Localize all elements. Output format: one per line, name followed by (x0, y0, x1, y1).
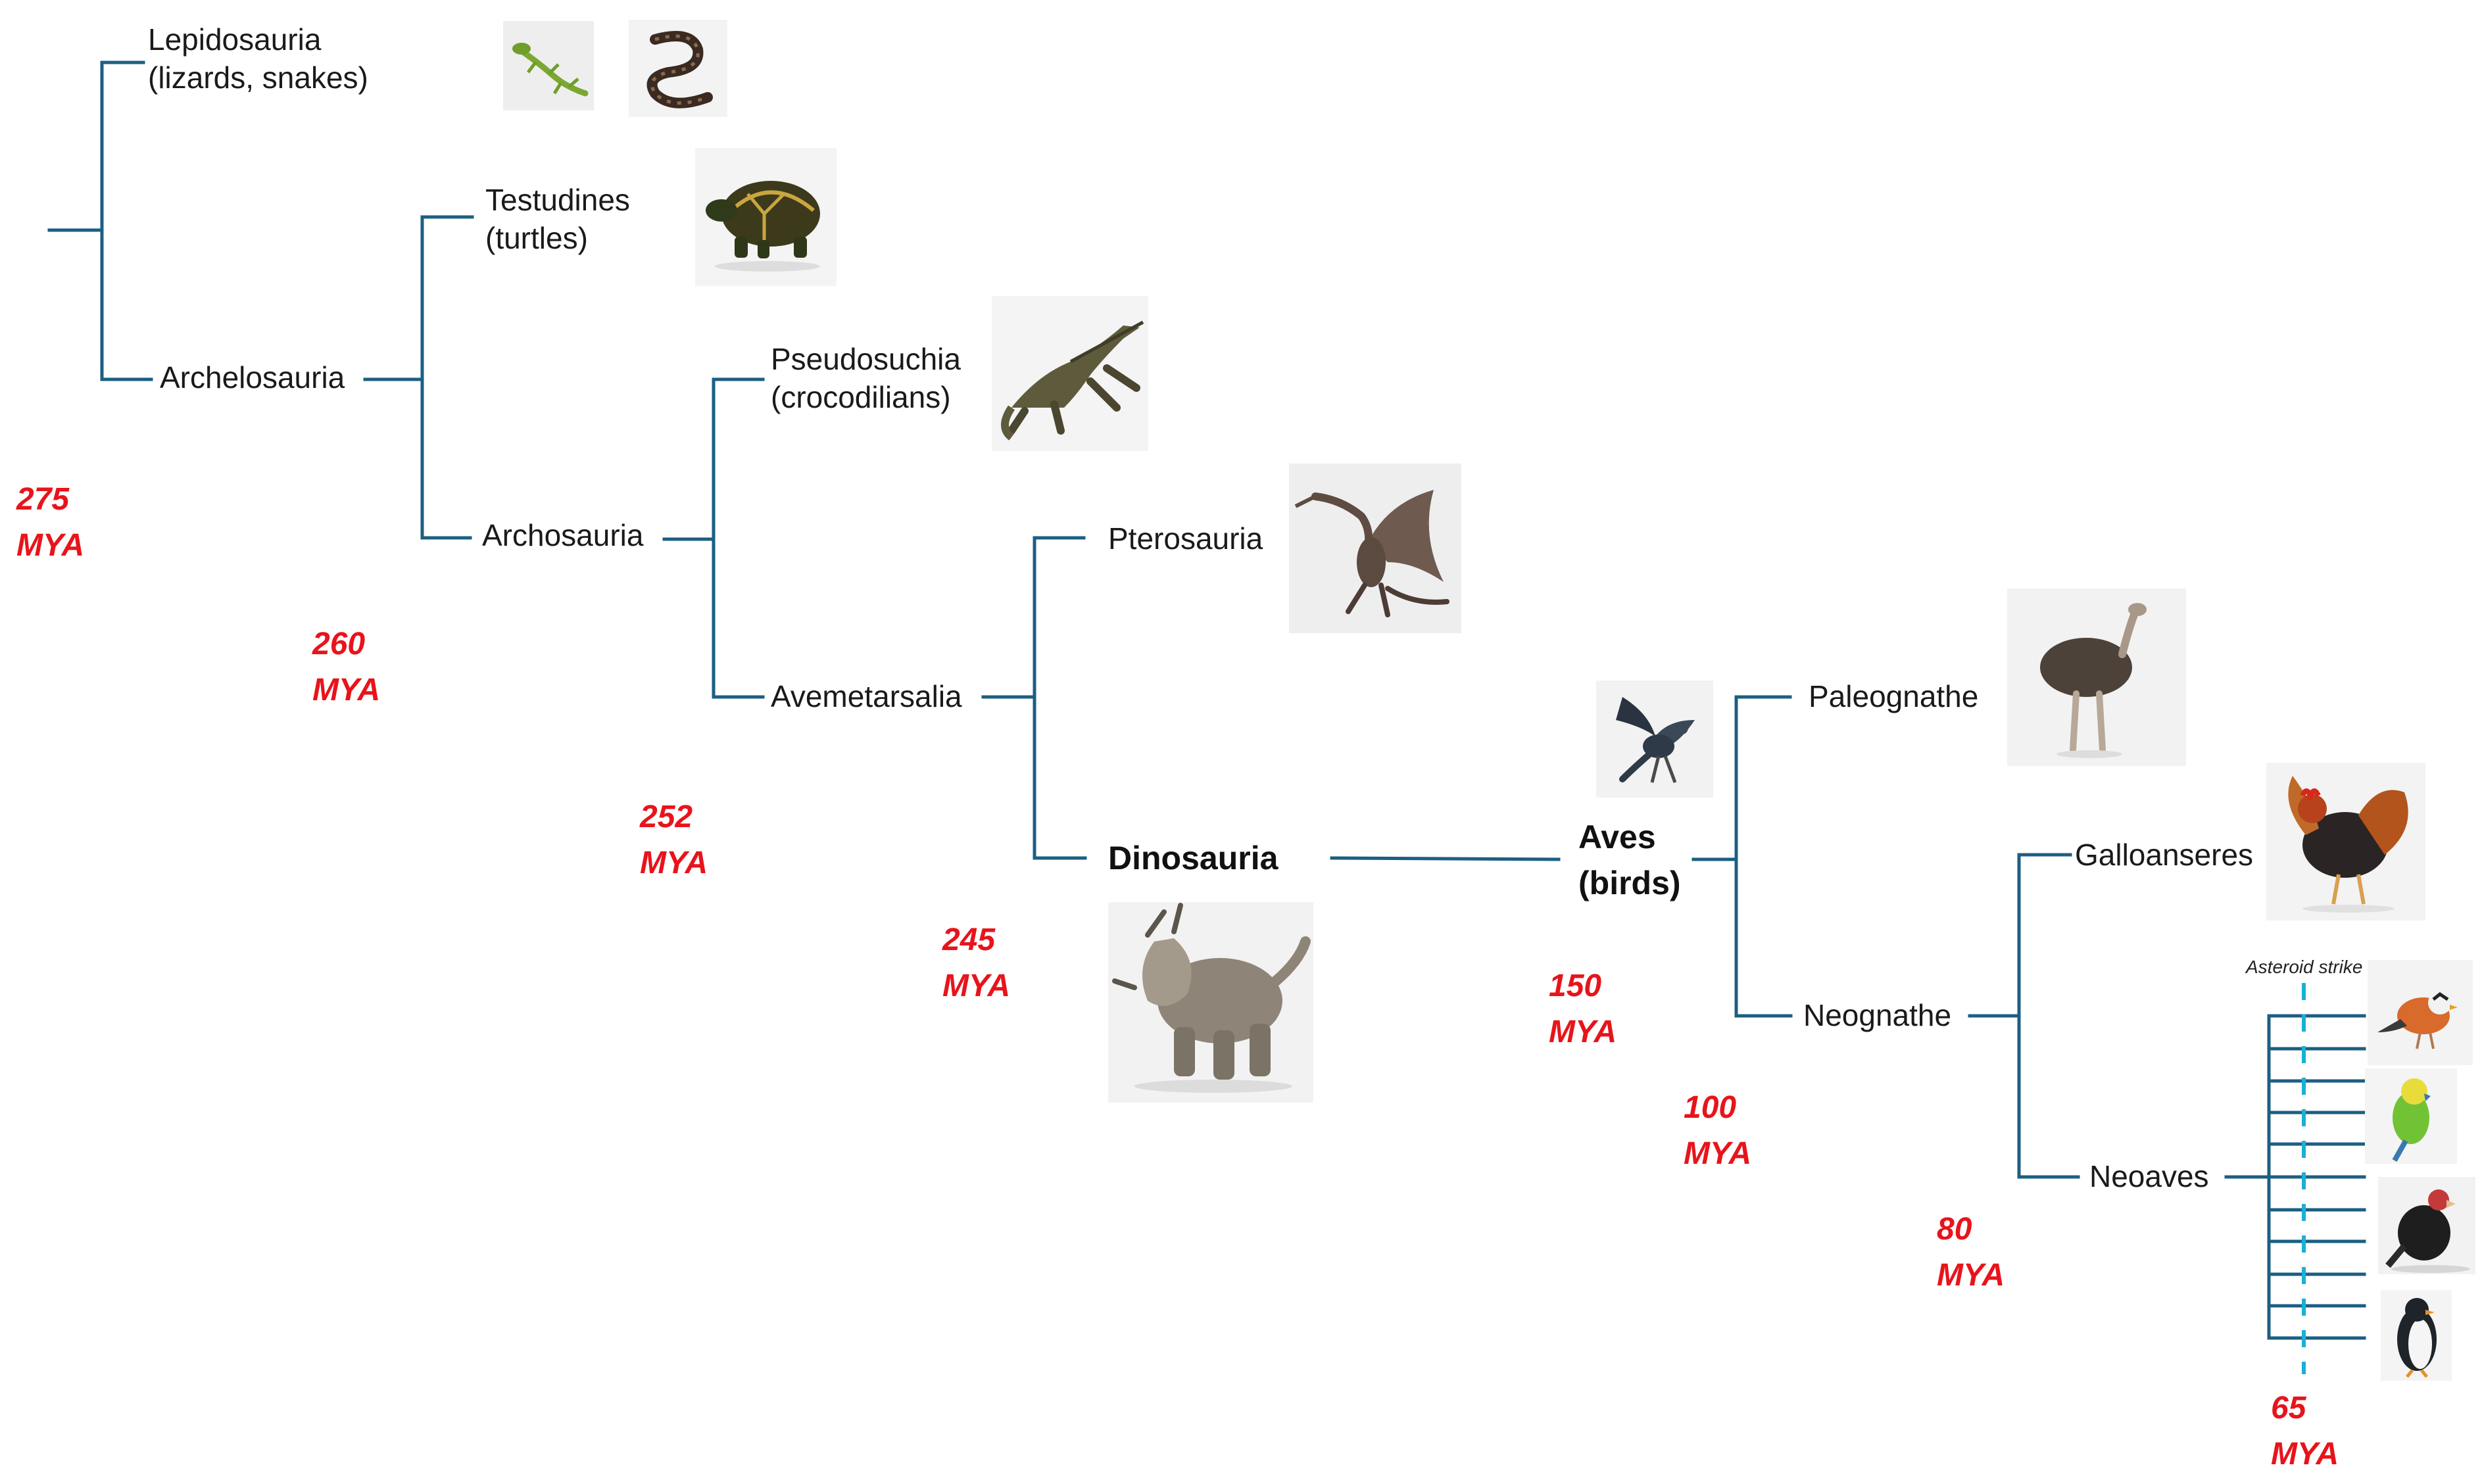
triceratops-image (1108, 902, 1313, 1103)
tree-branches (47, 60, 2366, 1374)
neoaves-label: Neoaves (2089, 1159, 2209, 1193)
vulture-image (2378, 1177, 2475, 1274)
dinosauria-aves-branch (1330, 856, 1561, 861)
neognathe-label: Neognathe (1803, 998, 1951, 1032)
pseudosuchia-label: Pseudosuchia (crocodilians) (771, 342, 969, 414)
rooster-image (2266, 763, 2425, 921)
aves-label: Aves (birds) (1578, 819, 1681, 901)
neoaves-comb-branch (2224, 1014, 2366, 1340)
lepidosauria-label: Lepidosauria (lizards, snakes) (148, 22, 368, 95)
paleognathe-label: Paleognathe (1809, 679, 1978, 713)
dinosauria-label: Dinosauria (1108, 840, 1279, 876)
snake-image (629, 20, 727, 117)
avemetarsalia-label: Avemetarsalia (771, 679, 962, 713)
finch-image (2368, 960, 2473, 1065)
turtle-image (695, 148, 837, 286)
penguin-image (2381, 1290, 2452, 1381)
lizard-image (503, 21, 594, 110)
pterosauria-label: Pterosauria (1108, 521, 1263, 556)
pterosaur-image (1289, 464, 1461, 633)
aves-branch (1691, 695, 1793, 1018)
root-branch (47, 60, 153, 381)
parakeet-image (2365, 1068, 2457, 1164)
archosauria-branch (662, 377, 765, 699)
avemetarsalia-branch (981, 536, 1087, 860)
ostrich-image (2007, 588, 2186, 766)
testudines-label: Testudines (turtles) (485, 183, 639, 255)
archelosauria-branch (363, 215, 474, 540)
neognathe-branch (1968, 853, 2080, 1179)
crocodile-image (992, 296, 1148, 451)
taxon-labels: Lepidosauria (lizards, snakes) Testudine… (148, 22, 2362, 1193)
archelosauria-label: Archelosauria (160, 360, 345, 395)
archosauria-label: Archosauria (482, 518, 644, 552)
archaeopteryx-image (1596, 681, 1713, 798)
galloanseres-label: Galloanseres (2075, 838, 2253, 872)
asteroid-strike-label: Asteroid strike (2245, 957, 2362, 977)
